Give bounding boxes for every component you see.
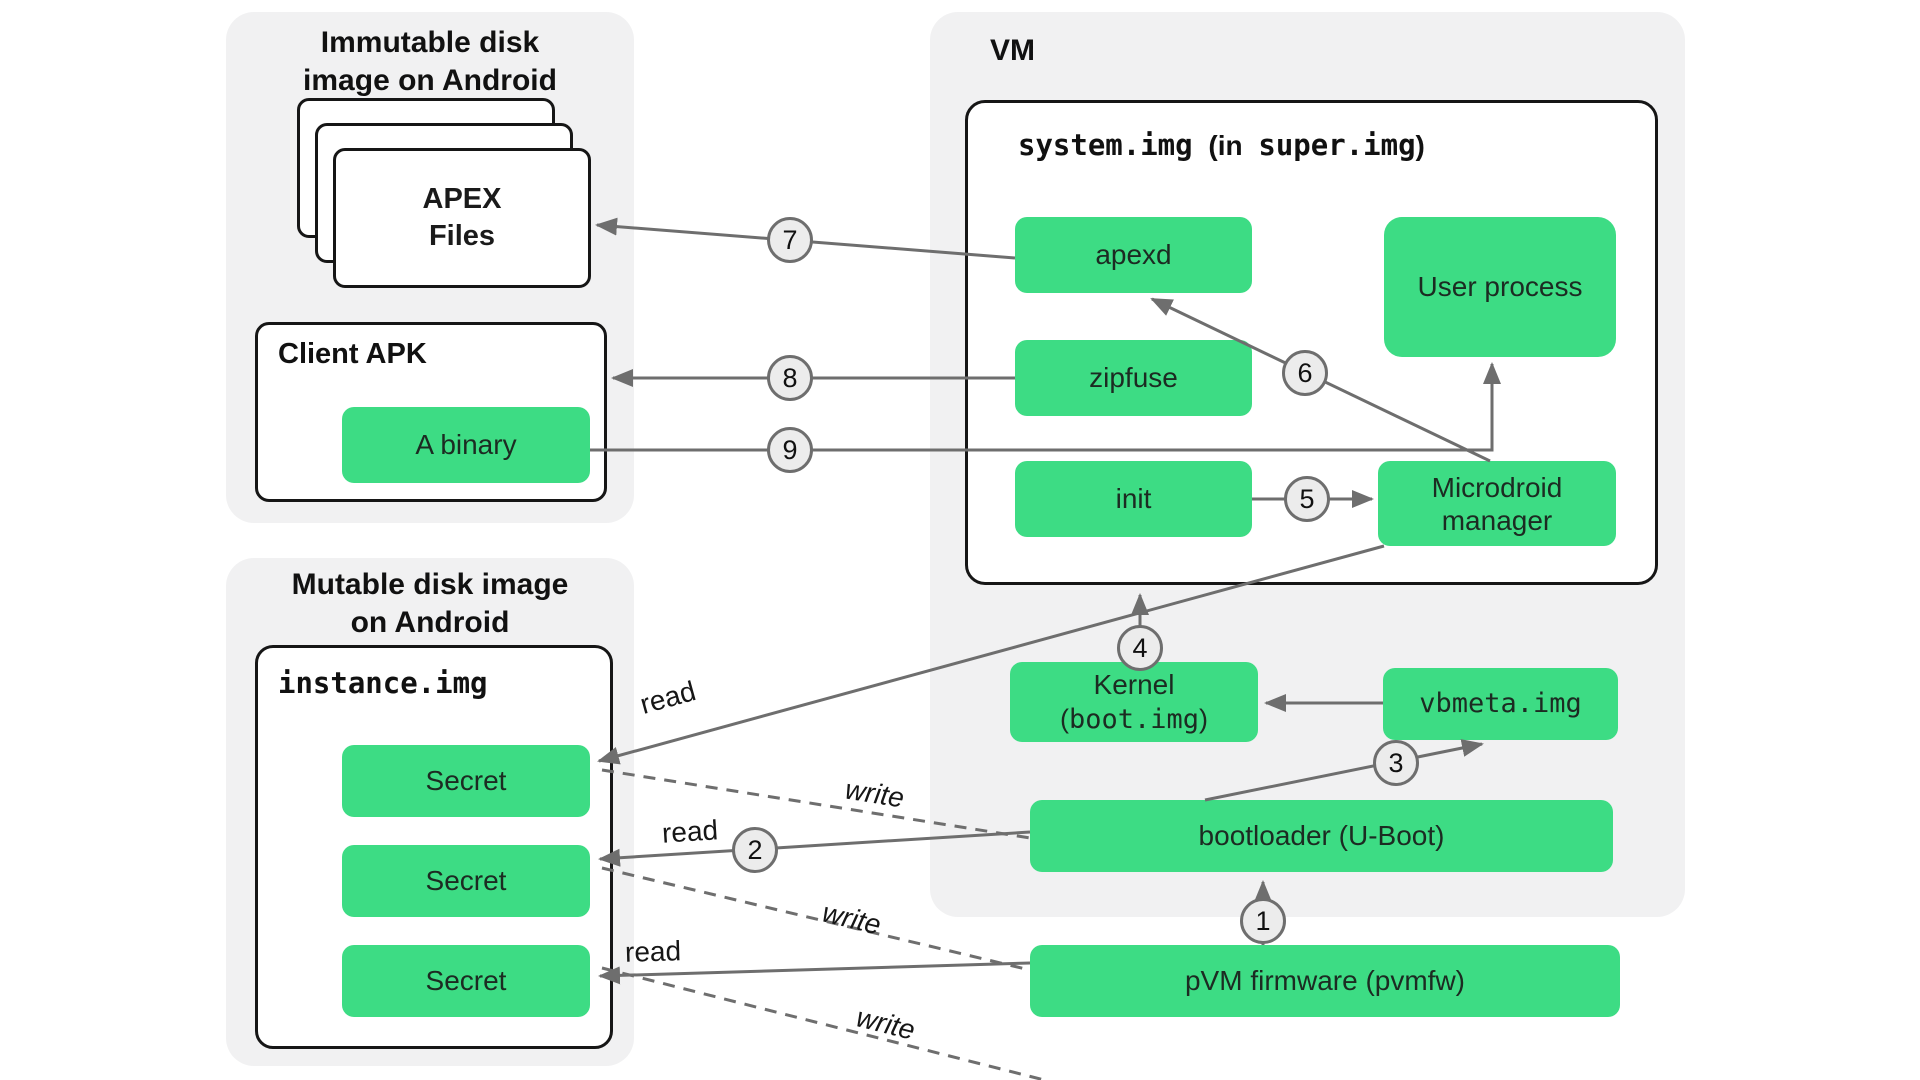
zipfuse-box: zipfuse	[1015, 340, 1252, 416]
system-img-label-mono1: system.img	[1018, 128, 1193, 162]
vbmeta-img-box: vbmeta.img	[1383, 668, 1618, 740]
step-badge-1: 1	[1240, 898, 1286, 944]
apex-files-label-line1: APEX	[422, 183, 502, 215]
apexd-label: apexd	[1095, 239, 1172, 270]
step-badge-7: 7	[767, 217, 813, 263]
pvm-firmware-label: pVM firmware (pvmfw)	[1184, 965, 1465, 996]
instance-img-label: instance.img	[278, 666, 488, 700]
microdroid-manager-box: Microdroid manager	[1378, 461, 1616, 546]
step-badge-9: 9	[767, 427, 813, 473]
apexd-box: apexd	[1015, 217, 1252, 293]
write-label-2: write	[819, 896, 885, 941]
step-badge-4: 4	[1117, 625, 1163, 671]
bootloader-box: bootloader (U-Boot)	[1030, 800, 1613, 872]
kernel-label-line1: Kernel	[1093, 668, 1175, 700]
kernel-label-mono: boot.img	[1068, 703, 1200, 735]
init-box: init	[1015, 461, 1252, 537]
user-process-box: User process	[1384, 217, 1616, 357]
secret-3-box: Secret	[342, 945, 590, 1017]
system-img-label-sans2: )	[1415, 130, 1425, 161]
secret-1-label: Secret	[425, 765, 507, 796]
write-label-1: write	[843, 773, 907, 814]
read-label-2: read	[661, 814, 719, 849]
immutable-title-line2: image on Android	[303, 64, 557, 97]
dashed-write-secret3-bottom	[601, 966, 1051, 1080]
step-badge-2: 2	[732, 827, 778, 873]
apex-card-front: APEX Files	[333, 148, 591, 288]
step-badge-3: 3	[1373, 740, 1419, 786]
mutable-title: Mutable disk image on Android	[226, 566, 634, 642]
secret-3-label: Secret	[425, 965, 507, 996]
kernel-paren-open: (	[1059, 703, 1069, 734]
system-img-label-mono2: super.img	[1258, 128, 1416, 162]
step-badge-8: 8	[767, 355, 813, 401]
zipfuse-label: zipfuse	[1089, 362, 1178, 393]
pvm-firmware-box: pVM firmware (pvmfw)	[1030, 945, 1620, 1017]
step-badge-6: 6	[1282, 350, 1328, 396]
vbmeta-img-label: vbmeta.img	[1419, 688, 1582, 719]
bootloader-label: bootloader (U-Boot)	[1198, 820, 1445, 851]
kernel-box: Kernel (boot.img)	[1010, 662, 1258, 742]
system-img-label: system.img (in super.img)	[1018, 128, 1425, 162]
vm-label: VM	[990, 34, 1035, 67]
user-process-label: User process	[1417, 271, 1583, 302]
init-label: init	[1115, 483, 1152, 514]
immutable-title-line1: Immutable disk	[320, 26, 540, 59]
read-label-1: read	[636, 675, 700, 720]
secret-2-box: Secret	[342, 845, 590, 917]
a-binary-box: A binary	[342, 407, 590, 483]
system-img-label-sans1: (in	[1208, 130, 1243, 161]
secret-2-label: Secret	[425, 865, 507, 896]
write-label-3: write	[853, 1001, 919, 1046]
a-binary-label: A binary	[415, 429, 517, 460]
secret-1-box: Secret	[342, 745, 590, 817]
kernel-label-line2: (boot.img)	[1060, 702, 1208, 737]
kernel-paren-close: )	[1199, 703, 1209, 734]
immutable-title: Immutable disk image on Android	[226, 24, 634, 100]
microdroid-manager-label-line2: manager	[1441, 504, 1553, 536]
apex-files-label-line2: Files	[428, 220, 496, 252]
mutable-title-line2: on Android	[350, 606, 510, 639]
microdroid-manager-label-line1: Microdroid	[1431, 471, 1563, 503]
mutable-title-line1: Mutable disk image	[291, 568, 569, 601]
read-label-3: read	[624, 935, 682, 968]
client-apk-label: Client APK	[278, 338, 427, 370]
step-badge-5: 5	[1284, 476, 1330, 522]
